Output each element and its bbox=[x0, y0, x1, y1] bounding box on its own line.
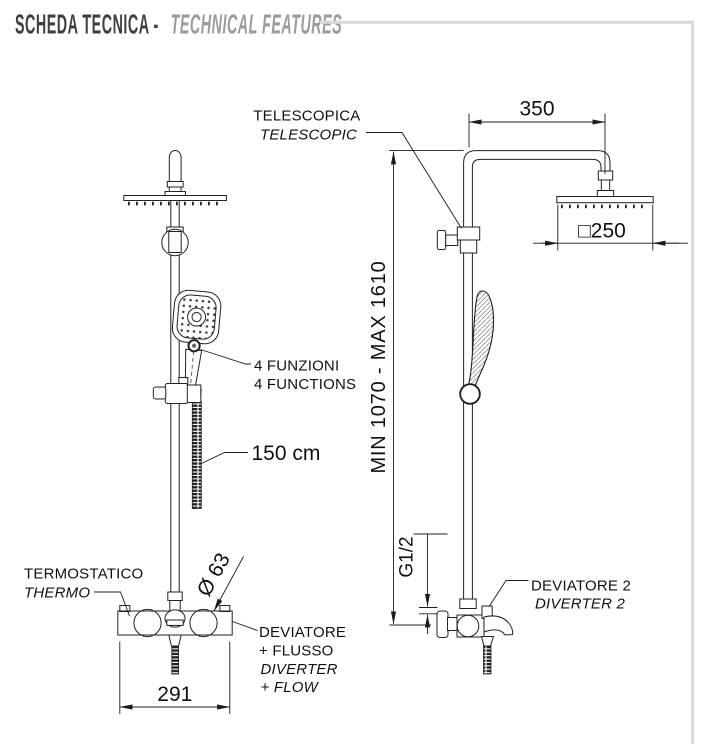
dim-250: □250 bbox=[533, 204, 688, 251]
hand-shower-side bbox=[459, 290, 495, 405]
telescopic-joint bbox=[436, 226, 481, 254]
shower-column-side bbox=[463, 150, 611, 603]
slider-knob bbox=[152, 386, 167, 400]
hand-shower-profile bbox=[467, 290, 495, 389]
shower-plate-side bbox=[556, 196, 654, 204]
label-thermostatic: TERMOSTATICO THERMO bbox=[24, 566, 143, 617]
handle-cradle bbox=[186, 384, 202, 403]
label-diverter-en-2: + FLOW bbox=[261, 679, 320, 696]
holder-knob-side bbox=[459, 383, 481, 405]
title-english: TECHNICAL FEATURES bbox=[171, 8, 343, 39]
hose-front bbox=[191, 388, 202, 509]
wall-flange bbox=[436, 610, 449, 638]
label-thermostatic-en: THERMO bbox=[24, 585, 90, 602]
front-view-drawing: 291 TERMOSTATICO THERMO Ø 63 DEVIATORE +… bbox=[24, 150, 356, 714]
label-telescopic-it: TELESCOPICA bbox=[253, 108, 360, 125]
dim-291-value: 291 bbox=[157, 683, 192, 706]
shower-arm-outer bbox=[463, 150, 611, 240]
label-diverter-it-2: + FLUSSO bbox=[259, 643, 334, 660]
swivel-ring bbox=[161, 226, 189, 257]
left-knob bbox=[133, 608, 162, 638]
dim-291: 291 bbox=[119, 641, 231, 714]
page-title: SCHEDA TECNICA - TECHNICAL FEATURES bbox=[15, 8, 342, 39]
dim-350: 350 bbox=[468, 98, 606, 174]
hose-length-value: 150 cm bbox=[252, 442, 321, 465]
valve-hose-stub bbox=[171, 645, 180, 675]
overhead-shower-side bbox=[556, 170, 654, 209]
spout bbox=[483, 615, 514, 636]
label-diverter2-it: DEVIATORE 2 bbox=[531, 578, 631, 595]
dim-g12: G1/2 bbox=[397, 533, 448, 634]
dim-height-minmax: MIN 1070 - MAX 1610 bbox=[368, 150, 464, 626]
joint-collar-lower bbox=[459, 239, 478, 254]
slide-holder bbox=[152, 377, 202, 404]
shower-column-front bbox=[164, 150, 186, 601]
label-diameter-63: Ø 63 bbox=[193, 549, 244, 612]
label-functions-it: 4 FUNZIONI bbox=[254, 358, 339, 375]
knob-diameter-value: Ø 63 bbox=[193, 549, 235, 600]
label-4-functions: 4 FUNZIONI 4 FUNCTIONS bbox=[200, 349, 356, 393]
thread-size-value: G1/2 bbox=[397, 536, 418, 577]
shower-arm-inner bbox=[471, 158, 602, 240]
label-telescopic: TELESCOPICA TELESCOPIC bbox=[253, 108, 462, 229]
label-diverter-2: DEVIATORE 2 DIVERTER 2 bbox=[489, 578, 631, 613]
valve-knob-side bbox=[456, 614, 480, 638]
label-hose-length: 150 cm bbox=[201, 442, 321, 465]
valve-hose-stub-side bbox=[483, 645, 492, 675]
overhead-shower-front bbox=[123, 195, 227, 206]
head-size-value: □250 bbox=[578, 220, 626, 243]
label-telescopic-en: TELESCOPIC bbox=[260, 127, 357, 144]
lock-knob-stem bbox=[445, 234, 459, 246]
shower-plate-edge bbox=[123, 195, 227, 201]
side-view-drawing: 350 □250 MIN 1070 - MAX 1610 G1/2 TELES bbox=[253, 98, 688, 675]
column-tip bbox=[168, 150, 182, 183]
arm-length-value: 350 bbox=[519, 98, 554, 121]
valve-side bbox=[436, 598, 514, 675]
height-range-value: MIN 1070 - MAX 1610 bbox=[368, 260, 390, 473]
label-functions-en: 4 FUNCTIONS bbox=[254, 376, 356, 393]
shower-hose bbox=[191, 401, 202, 509]
thermostatic-valve-front bbox=[117, 591, 233, 675]
label-diverter-flow: DEVIATORE + FLUSSO DIVERTER + FLOW bbox=[232, 621, 346, 696]
lock-knob-flange bbox=[436, 230, 447, 250]
label-diverter-en-1: DIVERTER bbox=[261, 661, 338, 678]
title-italian: SCHEDA TECNICA - bbox=[15, 8, 159, 39]
label-diverter-it-1: DEVIATORE bbox=[259, 624, 346, 641]
right-knob bbox=[189, 608, 218, 638]
label-thermostatic-it: TERMOSTATICO bbox=[24, 566, 143, 583]
joint-collar-upper bbox=[456, 226, 481, 241]
label-diverter2-en: DIVERTER 2 bbox=[535, 596, 626, 613]
hand-shower-front bbox=[171, 289, 222, 390]
